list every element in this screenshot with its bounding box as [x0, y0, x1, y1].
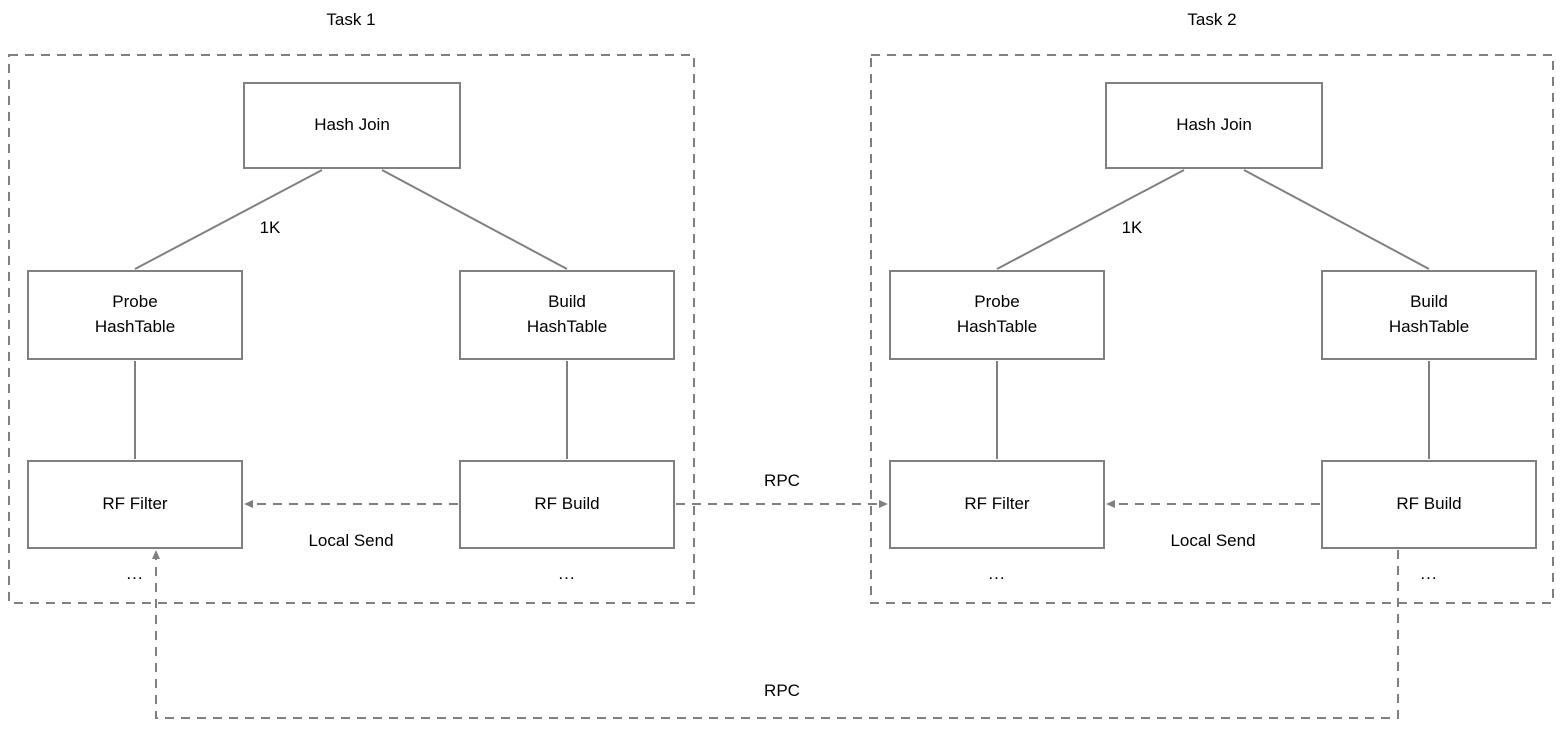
edge-label-t1-local-send: Local Send [308, 531, 394, 550]
node-t2-probe-hashtable-label: Probe HashTable [956, 292, 1038, 336]
t1-build-ellipsis: ... [558, 564, 576, 583]
node-t1-probe-hashtable-label: Probe HashTable [94, 292, 176, 336]
task2-title: Task 2 [1187, 10, 1237, 29]
task1-container [8, 54, 695, 604]
edge-label-t2-local-send: Local Send [1170, 531, 1256, 550]
edge-t1-join-to-probe [134, 169, 323, 270]
node-t1-rf-build-label: RF Build [534, 494, 600, 514]
node-t2-build-hashtable-label: Build HashTable [1388, 292, 1470, 336]
node-t2-rf-filter-label: RF Filter [964, 494, 1030, 514]
t2-build-ellipsis: ... [1420, 564, 1438, 583]
node-t1-rf-build[interactable]: RF Build [459, 460, 675, 549]
node-t1-build-hashtable[interactable]: Build HashTable [459, 270, 675, 360]
t1-probe-ellipsis: ... [126, 564, 144, 583]
node-t2-rf-build-label: RF Build [1396, 494, 1462, 514]
edge-t2-join-to-probe [996, 169, 1185, 270]
node-t1-rf-filter-label: RF Filter [102, 494, 168, 514]
node-t2-rf-filter[interactable]: RF Filter [889, 460, 1105, 549]
node-t1-probe-hashtable[interactable]: Probe HashTable [27, 270, 243, 360]
t2-probe-ellipsis: ... [988, 564, 1006, 583]
edge-label-rpc-bottom: RPC [764, 681, 800, 700]
edge-label-rpc-top: RPC [764, 471, 800, 490]
task2-container [870, 54, 1554, 604]
node-t1-hash-join-label: Hash Join [314, 115, 390, 135]
node-t2-hash-join[interactable]: Hash Join [1105, 82, 1323, 169]
edge-label-t2-1k: 1K [1121, 218, 1143, 237]
node-t2-build-hashtable[interactable]: Build HashTable [1321, 270, 1537, 360]
edge-t2-join-to-build [1243, 169, 1430, 270]
node-t2-rf-build[interactable]: RF Build [1321, 460, 1537, 549]
node-t2-probe-hashtable[interactable]: Probe HashTable [889, 270, 1105, 360]
edge-t1-join-to-build [381, 169, 568, 270]
task1-title: Task 1 [326, 10, 376, 29]
edge-label-t1-1k: 1K [259, 218, 281, 237]
node-t1-rf-filter[interactable]: RF Filter [27, 460, 243, 549]
node-t1-build-hashtable-label: Build HashTable [526, 292, 608, 336]
node-t1-hash-join[interactable]: Hash Join [243, 82, 461, 169]
node-t2-hash-join-label: Hash Join [1176, 115, 1252, 135]
edge-rpc-bottom [152, 550, 1399, 719]
